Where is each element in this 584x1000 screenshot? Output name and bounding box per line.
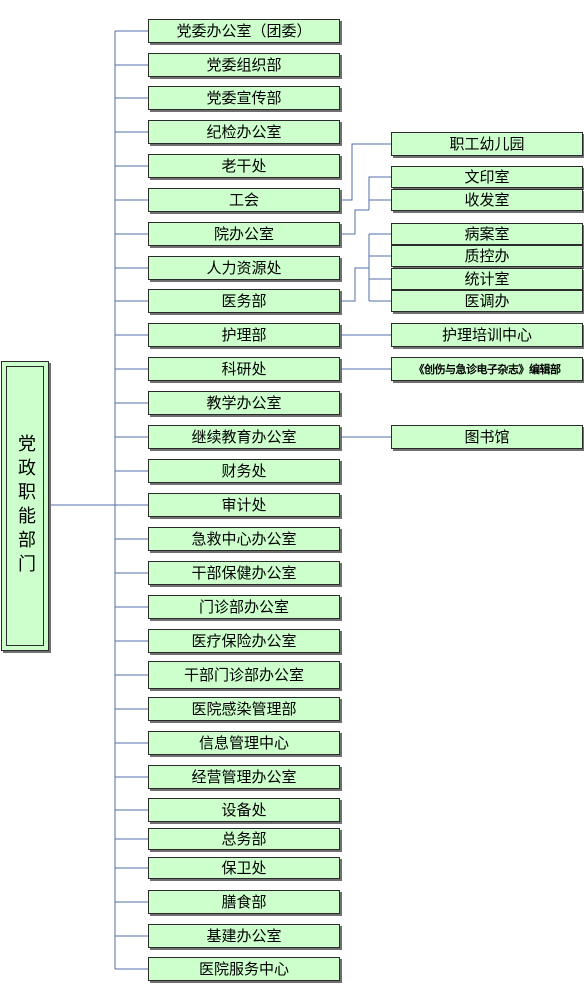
dept-box: 医院服务中心	[148, 957, 340, 981]
root-node-party-admin: 党政职能部门	[1, 361, 49, 651]
dept-box: 护理部	[148, 323, 340, 347]
dept-box: 保卫处	[148, 857, 340, 879]
dept-box: 党委办公室（团委）	[148, 19, 340, 43]
dept-box: 急救中心办公室	[148, 527, 340, 551]
dept-box: 门诊部办公室	[148, 595, 340, 619]
dept-box: 纪检办公室	[148, 120, 340, 144]
dept-box: 基建办公室	[148, 924, 340, 948]
dept-box: 继续教育办公室	[148, 425, 340, 449]
dept-box: 设备处	[148, 798, 340, 822]
sub-unit-box: 护理培训中心	[391, 323, 583, 347]
sub-unit-box: 质控办	[391, 245, 583, 267]
dept-box: 院办公室	[148, 222, 340, 246]
dept-box: 党委组织部	[148, 53, 340, 77]
dept-box: 老干处	[148, 154, 340, 178]
root-label: 党政职能部门	[15, 434, 36, 578]
sub-unit-box: 病案室	[391, 223, 583, 245]
dept-box: 财务处	[148, 459, 340, 483]
sub-unit-box: 《创伤与急诊电子杂志》编辑部	[391, 357, 583, 381]
sub-unit-box: 收发室	[391, 189, 583, 211]
sub-unit-box: 统计室	[391, 268, 583, 290]
dept-box: 教学办公室	[148, 391, 340, 415]
dept-box: 信息管理中心	[148, 731, 340, 755]
sub-unit-box: 职工幼儿园	[391, 132, 583, 156]
dept-box: 干部保健办公室	[148, 561, 340, 585]
dept-box: 审计处	[148, 493, 340, 517]
dept-box: 党委宣传部	[148, 86, 340, 110]
dept-box: 干部门诊部办公室	[148, 661, 340, 689]
dept-box: 医院感染管理部	[148, 697, 340, 721]
dept-box: 医务部	[148, 289, 340, 313]
dept-box: 总务部	[148, 828, 340, 850]
dept-box: 工会	[148, 188, 340, 212]
sub-unit-box: 医调办	[391, 290, 583, 312]
sub-unit-box: 文印室	[391, 166, 583, 188]
dept-box: 医疗保险办公室	[148, 629, 340, 653]
dept-box: 膳食部	[148, 890, 340, 914]
dept-box: 经营管理办公室	[148, 765, 340, 789]
dept-box: 科研处	[148, 357, 340, 381]
dept-box: 人力资源处	[148, 256, 340, 280]
sub-unit-box: 图书馆	[391, 425, 583, 449]
